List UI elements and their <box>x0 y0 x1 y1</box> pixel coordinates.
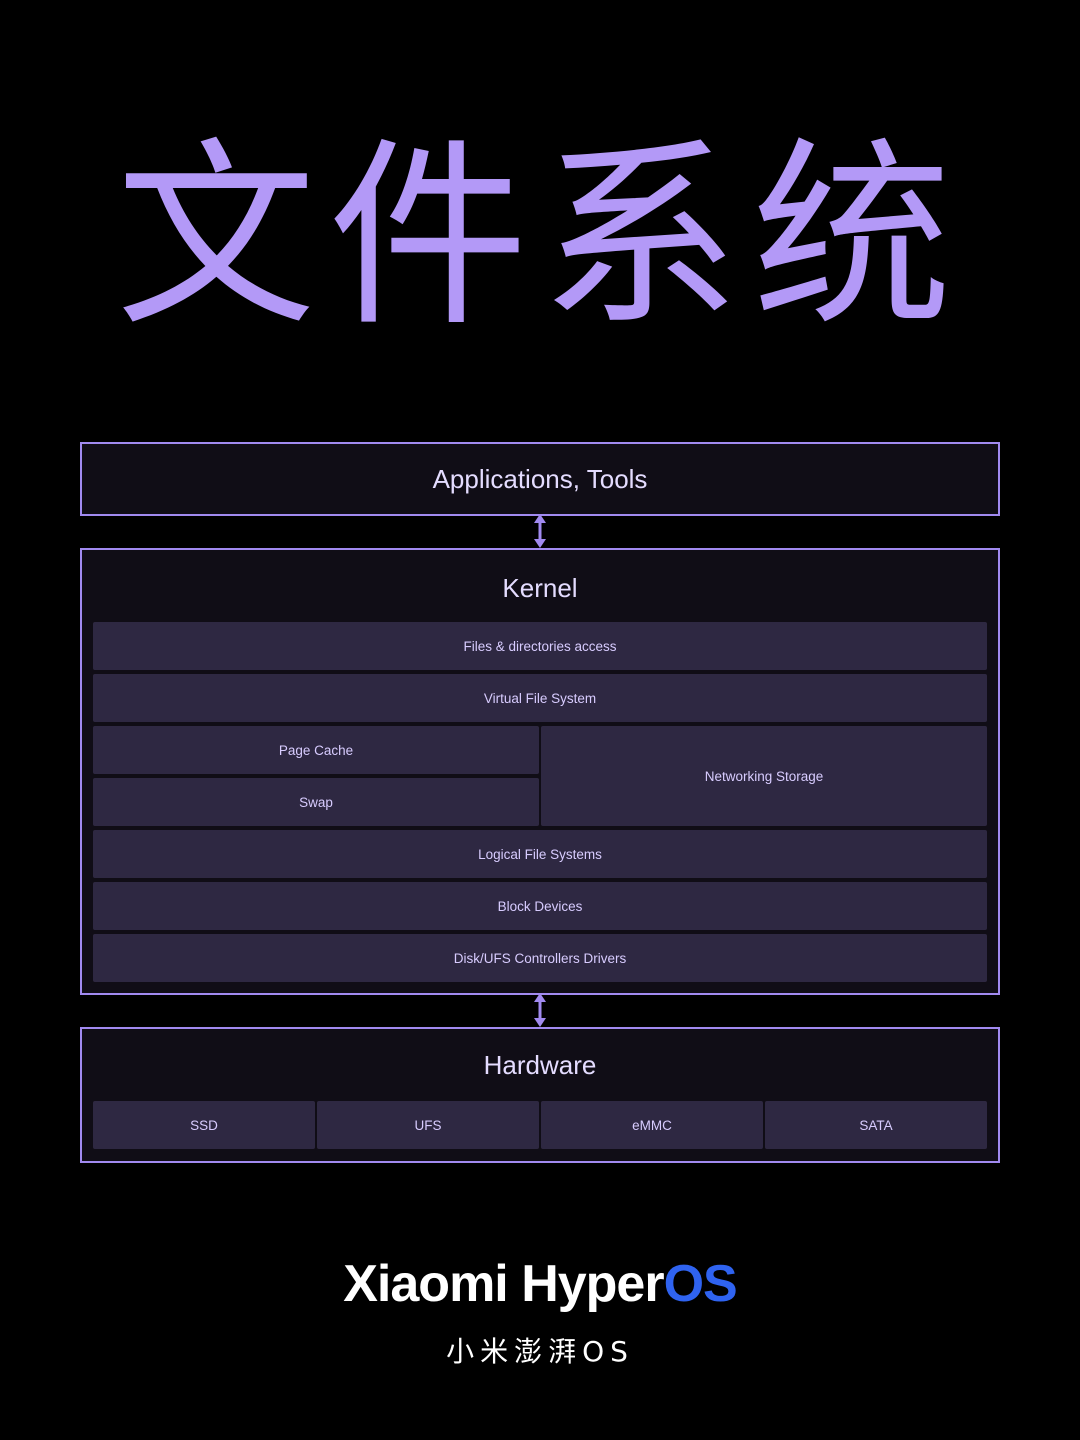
brand-logo: Xiaomi HyperOS <box>0 1252 1080 1316</box>
virtual-file-system-block: Virtual File System <box>93 674 987 722</box>
kernel-label: Kernel <box>502 573 578 603</box>
hardware-item-ufs: UFS <box>317 1101 539 1149</box>
networking-storage-block: Networking Storage <box>541 726 987 826</box>
page-cache-block: Page Cache <box>93 726 539 774</box>
hardware-layer: Hardware SSD UFS eMMC SATA <box>80 1027 1000 1163</box>
block-devices-block: Block Devices <box>93 882 987 930</box>
swap-block: Swap <box>93 778 539 826</box>
kernel-layer: Kernel Files & directories access Virtua… <box>80 548 1000 995</box>
brand-subtitle: 小米澎湃OS <box>446 1335 634 1368</box>
controllers-drivers-block: Disk/UFS Controllers Drivers <box>93 934 987 982</box>
hardware-item-sata: SATA <box>765 1101 987 1149</box>
logical-file-systems-block: Logical File Systems <box>93 830 987 878</box>
page-title: 文件系统 <box>115 121 964 354</box>
double-arrow-icon <box>534 514 546 548</box>
brand-accent: OS <box>663 1255 738 1313</box>
hardware-label: Hardware <box>483 1050 597 1080</box>
hardware-item-emmc: eMMC <box>541 1101 763 1149</box>
files-directories-access-block: Files & directories access <box>93 622 987 670</box>
brand-name: Xiaomi Hyper <box>343 1255 664 1313</box>
applications-tools-label: Applications, Tools <box>432 464 648 494</box>
hardware-item-ssd: SSD <box>93 1101 315 1149</box>
double-arrow-icon <box>534 993 546 1027</box>
applications-tools-layer: Applications, Tools <box>80 442 1000 516</box>
